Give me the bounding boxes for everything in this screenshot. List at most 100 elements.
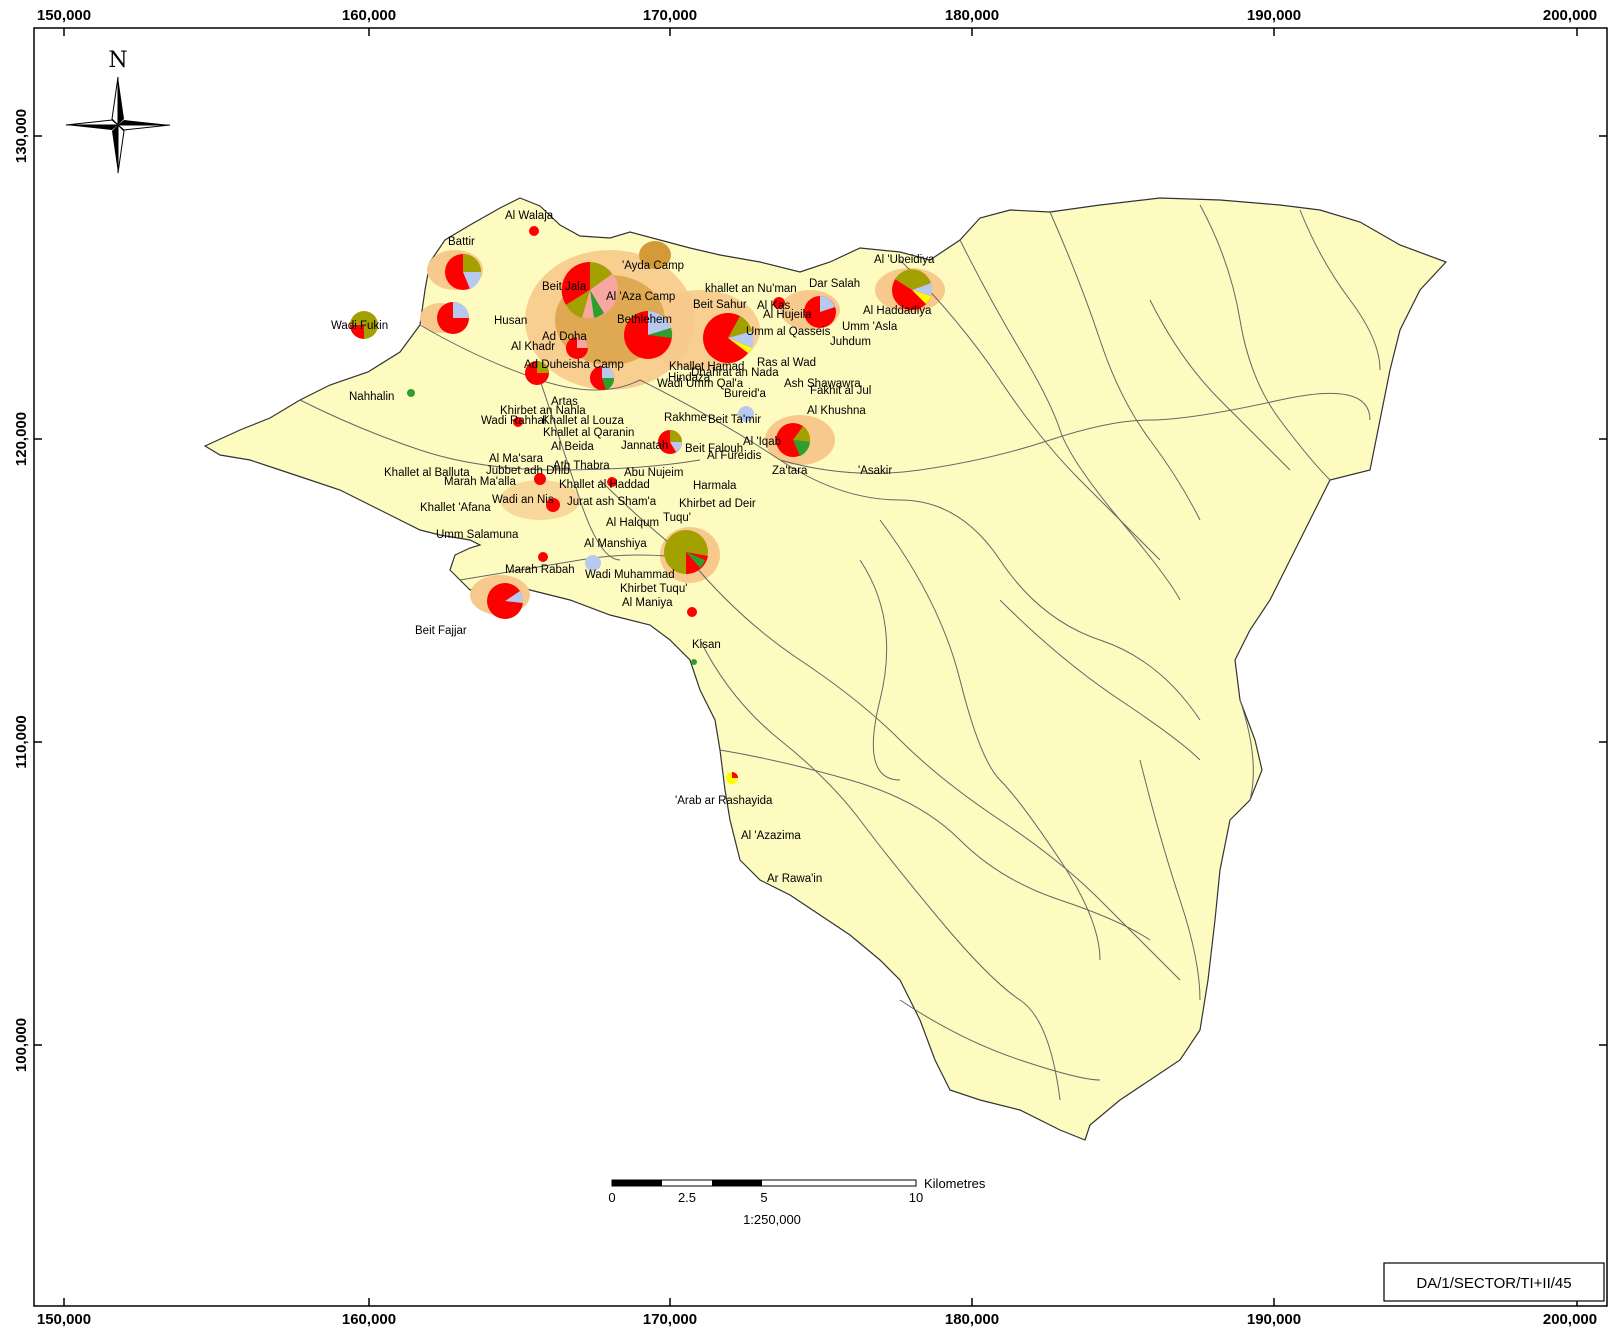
x-tick-label: 190,000	[1247, 1311, 1301, 1328]
place-label-marah-rabah: Marah Rabah	[505, 564, 575, 576]
y-tick-label: 100,000	[13, 1018, 30, 1072]
place-label-tuqu: Tuqu'	[663, 512, 691, 524]
place-label-umm-al-qasseis: Umm al Qasseis	[746, 326, 831, 338]
scale-tick: 10	[909, 1190, 923, 1205]
pie-al-walaja	[529, 226, 539, 236]
pie-wadi-fukin	[350, 311, 378, 339]
place-label-wadi-umm-qala: Wadi Umm Qal'a	[657, 378, 744, 390]
place-label-juhdum: Juhdum	[830, 336, 871, 348]
place-label-beit-tamir: Beit Ta'mir	[708, 414, 761, 426]
place-label-ar-rawain: Ar Rawa'in	[767, 873, 822, 885]
x-tick-label: 160,000	[342, 1311, 396, 1328]
pie-symbols	[350, 226, 933, 784]
place-label-khallet-al-haddad: Khallet al Haddad	[559, 479, 650, 491]
scale-tick: 2.5	[678, 1190, 696, 1205]
pie-umm-salamuna	[538, 552, 548, 562]
x-tick-label: 200,000	[1543, 7, 1597, 24]
pie-kisan	[691, 659, 697, 665]
place-label-al-hujeila: Al Hujeila	[763, 309, 812, 321]
place-label-nahhalin: Nahhalin	[349, 391, 394, 403]
place-label-khallet-an-numan: khallet an Nu'man	[705, 283, 797, 295]
place-label-al-walaja: Al Walaja	[505, 210, 554, 222]
pie-dar-salah	[804, 296, 836, 328]
place-label-khallet-al-qaranin: Khallet al Qaranin	[543, 427, 634, 439]
place-label-wadi-rahhal: Wadi Rahhal	[481, 415, 546, 427]
x-tick-label: 190,000	[1247, 7, 1301, 24]
place-label-arab-ar-rashayida: 'Arab ar Rashayida	[675, 795, 773, 807]
place-label-kisan: Kisan	[692, 639, 721, 651]
pie-husan	[437, 302, 469, 334]
x-axis-bottom: 150,000 160,000 170,000 180,000 190,000 …	[37, 1311, 1597, 1328]
place-label-beit-sahur: Beit Sahur	[693, 299, 747, 311]
place-label-bureida: Bureid'a	[724, 388, 766, 400]
place-label-al-khushna: Al Khushna	[807, 405, 866, 417]
x-tick-label: 170,000	[643, 7, 697, 24]
place-label-al-halqum: Al Halqum	[606, 517, 659, 529]
place-label-al-fureidis: Al Fureidis	[707, 450, 762, 462]
place-label-jurat-ash-shama: Jurat ash Sham'a	[567, 496, 657, 508]
place-label-dhahrat-an-nada: Dhahrat an Nada	[691, 367, 779, 379]
grid-ticks	[34, 28, 1607, 1306]
place-label-khallet-al-louza: Khallet al Louza	[542, 415, 624, 427]
place-label-al-masara: Al Ma'sara	[489, 453, 544, 465]
scale-bar: Kilometres 0 2.5 5 10 1:250,000	[608, 1176, 986, 1227]
pie-bethlehem	[624, 310, 673, 359]
map-reference: DA/1/SECTOR/TI+II/45	[1416, 1275, 1571, 1292]
north-label: N	[108, 48, 127, 73]
pie-al-kas	[773, 297, 785, 309]
place-label-al-khadr: Al Khadr	[511, 341, 555, 353]
place-label-wadi-an-nis: Wadi an Nis	[492, 494, 554, 506]
scale-unit: Kilometres	[924, 1176, 986, 1191]
place-label-al-kas: Al Kas	[757, 300, 790, 312]
place-label-ad-doha: Ad Doha	[542, 331, 587, 343]
place-label-jannatah: Jannatah	[621, 440, 668, 452]
place-label-beit-fajjar: Beit Fajjar	[415, 625, 467, 637]
x-tick-label: 150,000	[37, 7, 91, 24]
place-label-al-iqab: Al 'Iqab	[743, 436, 781, 448]
place-label-khallet-afana: Khallet 'Afana	[420, 502, 491, 514]
x-tick-label: 180,000	[945, 7, 999, 24]
place-label-abu-nujeim: Abu Nujeim	[624, 467, 683, 479]
place-label-hindaza: Hindaza	[668, 372, 711, 384]
pie-al-iqab	[776, 423, 811, 457]
pie-marah-rabah	[585, 555, 601, 571]
place-label-husan: Husan	[494, 315, 527, 327]
place-label-al-aza-camp: Al 'Aza Camp	[606, 291, 675, 303]
pie-arab-rashayida	[726, 772, 738, 784]
place-label-umm-asla: Umm 'Asla	[842, 321, 898, 333]
pie-beit-jala	[561, 261, 618, 318]
compass-rose-icon	[65, 76, 171, 174]
pie-ad-duheisha	[525, 361, 549, 385]
scale-tick: 5	[760, 1190, 767, 1205]
place-label-marah-maalla: Marah Ma'alla	[444, 476, 516, 488]
place-label-al-maniya: Al Maniya	[622, 597, 673, 609]
pie-jurat	[546, 498, 560, 512]
pie-tuqu	[664, 530, 708, 575]
x-tick-label: 200,000	[1543, 1311, 1597, 1328]
y-tick-label: 130,000	[13, 109, 30, 163]
pie-al-maniya	[687, 607, 697, 617]
scale-tick: 0	[608, 1190, 615, 1205]
place-label-artas: Artas	[551, 396, 578, 408]
place-label-ras-al-wad: Ras al Wad	[757, 357, 816, 369]
place-label-khirbet-tuqu: Khirbet Tuqu'	[620, 583, 687, 595]
place-label-al-haddadiya: Al Haddadiya	[863, 305, 932, 317]
place-label-jubbet-adh-dhib: Jubbet adh Dhib	[486, 465, 570, 477]
place-label-harmala: Harmala	[693, 480, 737, 492]
pie-al-ubeidiya	[892, 269, 933, 310]
place-label-ash-shawawra: Ash Shawawra	[784, 378, 861, 390]
place-label-asakir: 'Asakir	[858, 465, 892, 477]
place-label-al-ubeidiya: Al 'Ubeidiya	[874, 254, 935, 266]
x-tick-label: 160,000	[342, 7, 396, 24]
place-label-fakhit-al-jul: Fakhit al Jul	[810, 385, 871, 397]
place-label-ath-thabra: Ath Thabra	[553, 460, 610, 472]
pie-wadi-rahhal	[513, 417, 523, 427]
pie-al-khadr	[566, 337, 588, 359]
x-tick-label: 180,000	[945, 1311, 999, 1328]
place-label-zatara: Za'tara	[772, 465, 808, 477]
place-label-battir: Battir	[448, 236, 475, 248]
place-label-khallet-hamad: Khallet Hamad	[669, 361, 744, 373]
place-label-ad-duheisha-camp: Ad Duheisha Camp	[524, 359, 624, 371]
place-label-al-beida: Al Beida	[551, 441, 594, 453]
